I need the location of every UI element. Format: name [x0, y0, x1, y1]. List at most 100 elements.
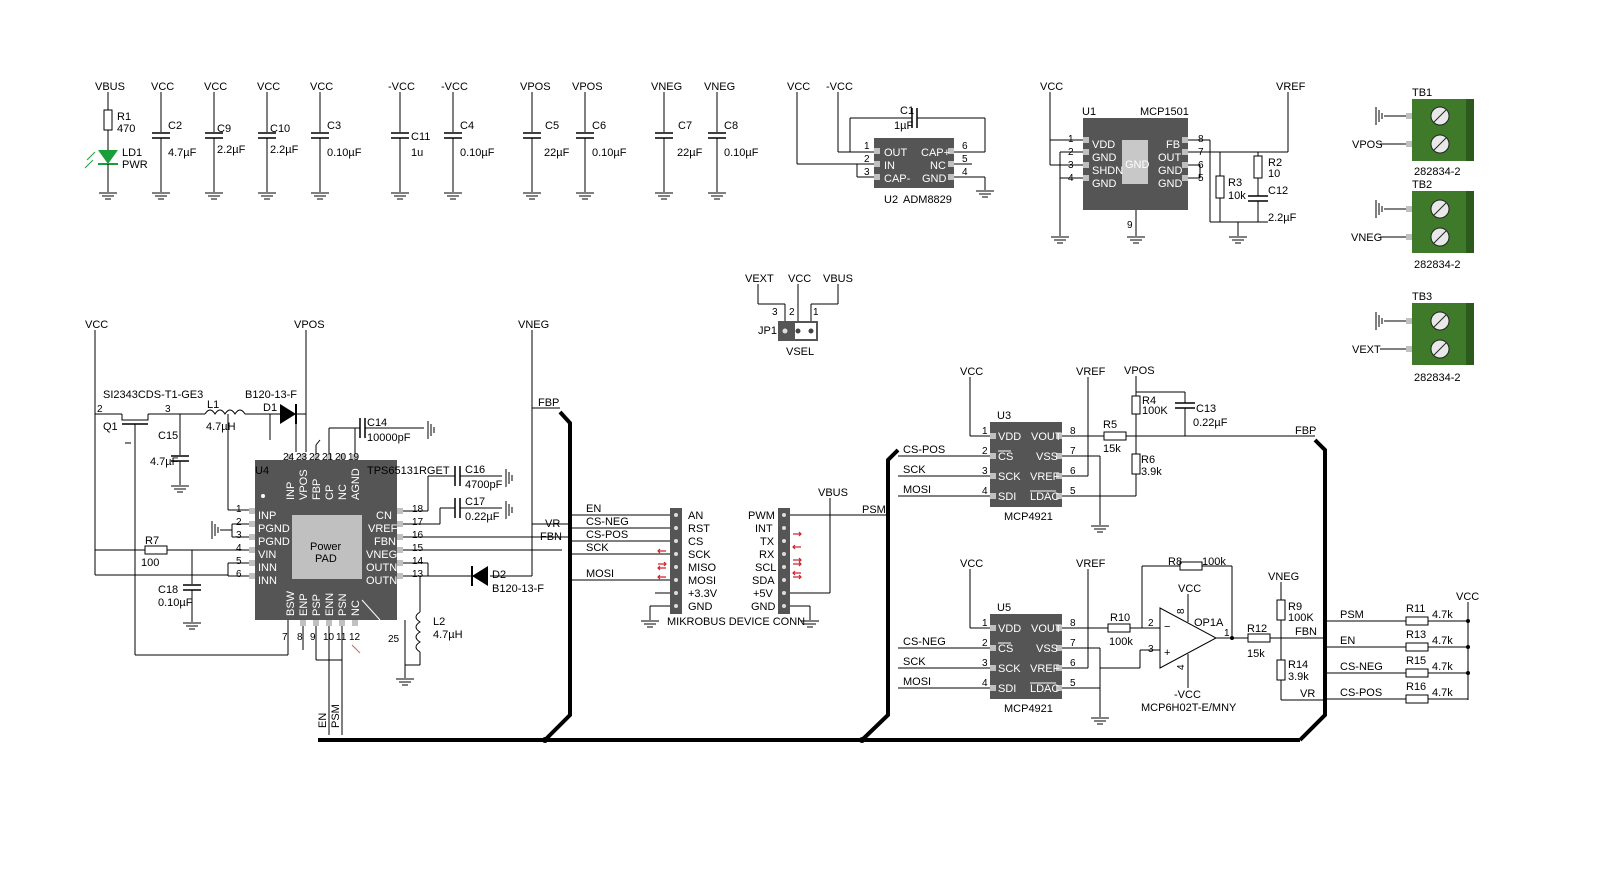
svg-text:C14: C14 [367, 417, 387, 429]
svg-text:MCP1501: MCP1501 [1140, 106, 1189, 118]
svg-text:U5: U5 [997, 602, 1011, 614]
svg-text:VCC: VCC [960, 366, 983, 378]
svg-text:SHDN: SHDN [1092, 165, 1123, 177]
svg-text:2: 2 [97, 404, 103, 415]
svg-text:3.9k: 3.9k [1141, 466, 1162, 478]
svg-text:Power: Power [310, 541, 342, 553]
svg-text:MISO: MISO [688, 562, 717, 574]
svg-text:4.7k: 4.7k [1432, 661, 1453, 673]
svg-text:EN: EN [586, 503, 601, 515]
cap-c10: VCC C10 2.2µF [257, 81, 299, 200]
svg-text:C2: C2 [168, 120, 182, 132]
svg-text:−: − [1164, 621, 1170, 633]
svg-text:3: 3 [772, 307, 778, 318]
svg-text:GND: GND [1158, 178, 1183, 190]
svg-text:U4: U4 [255, 465, 269, 477]
svg-text:20: 20 [335, 452, 347, 463]
svg-text:21: 21 [322, 452, 334, 463]
svg-text:2: 2 [864, 154, 870, 165]
svg-text:PSM: PSM [862, 504, 886, 516]
svg-text:2: 2 [982, 446, 988, 457]
svg-text:C3: C3 [327, 120, 341, 132]
svg-text:VBUS: VBUS [818, 487, 848, 499]
svg-text:R9: R9 [1288, 601, 1302, 613]
svg-text:SCL: SCL [755, 562, 776, 574]
svg-text:OUT: OUT [1158, 152, 1182, 164]
svg-text:ENP: ENP [298, 593, 310, 616]
svg-text:EN: EN [1340, 635, 1355, 647]
u4-boost-converter: VCC VPOS VNEG SI2343CDS-T1-GE3 2 3 Q1 C1… [85, 319, 562, 735]
svg-text:PGND: PGND [258, 523, 290, 535]
diode-icon [280, 404, 296, 424]
svg-text:VNEG: VNEG [704, 81, 735, 93]
svg-text:AGND: AGND [350, 468, 362, 500]
svg-text:VCC: VCC [1040, 81, 1063, 93]
power-rails-section: VBUS R1 470 LD1 PWR VCC C2 4.7µF VCC C9 … [84, 81, 759, 200]
svg-text:C13: C13 [1196, 403, 1216, 415]
svg-text:C16: C16 [465, 464, 485, 476]
svg-text:0.10µF: 0.10µF [460, 147, 495, 159]
svg-text:4: 4 [1176, 664, 1187, 670]
cap-c11: -VCC C11 1u [388, 81, 430, 200]
svg-text:SDI: SDI [998, 683, 1016, 695]
svg-text:LDAC: LDAC [1030, 491, 1059, 503]
svg-text:15k: 15k [1103, 443, 1121, 455]
svg-text:TB2: TB2 [1412, 179, 1432, 191]
svg-text:VREF: VREF [1076, 558, 1106, 570]
svg-text:0.10µF: 0.10µF [724, 147, 759, 159]
svg-text:VCC: VCC [310, 81, 333, 93]
svg-text:6: 6 [1070, 466, 1076, 477]
svg-text:VOUT: VOUT [1031, 623, 1062, 635]
svg-text:VPOS: VPOS [572, 81, 603, 93]
led-icon [98, 150, 118, 164]
svg-text:CS-NEG: CS-NEG [1340, 661, 1383, 673]
svg-text:9: 9 [310, 632, 316, 643]
svg-text:10000pF: 10000pF [367, 432, 411, 444]
svg-text:VREF: VREF [1276, 81, 1306, 93]
svg-text:SI2343CDS-T1-GE3: SI2343CDS-T1-GE3 [103, 389, 203, 401]
svg-text:4700pF: 4700pF [465, 479, 503, 491]
svg-text:B120-13-F: B120-13-F [245, 389, 297, 401]
svg-text:SCK: SCK [903, 656, 926, 668]
u4-left-pins: INP PGND PGND VIN INN INN 1 2 3 4 5 6 R7… [95, 504, 290, 630]
svg-text:OUTN: OUTN [366, 562, 397, 574]
svg-text:SCK: SCK [998, 663, 1021, 675]
svg-text:CS-POS: CS-POS [1340, 687, 1382, 699]
svg-text:MCP6H02T-E/MNY: MCP6H02T-E/MNY [1141, 702, 1237, 714]
u2-ref: U2 [884, 194, 898, 206]
svg-text:4.7µH: 4.7µH [206, 421, 236, 433]
terminal-tb3[interactable]: TB3 VEXT 282834-2 [1352, 291, 1474, 384]
svg-text:PGND: PGND [258, 536, 290, 548]
svg-text:IN: IN [884, 160, 895, 172]
direction-arrows [657, 531, 802, 580]
svg-text:16: 16 [412, 530, 424, 541]
svg-text:22µF: 22µF [677, 147, 703, 159]
svg-text:OUTN: OUTN [366, 575, 397, 587]
svg-text:TX: TX [760, 536, 775, 548]
u5-dac: VCC U5 VDD CS SCK SDI VOUT VSS VREF LDAC… [898, 556, 1232, 725]
terminal-tb2[interactable]: TB2 VNEG 282834-2 [1351, 179, 1474, 271]
svg-text:U3: U3 [997, 410, 1011, 422]
cap-c3: VCC C3 0.10µF [310, 81, 362, 200]
svg-text:NC: NC [930, 160, 946, 172]
svg-text:3: 3 [982, 658, 988, 669]
cap-c5: VPOS C5 22µF [520, 81, 570, 200]
svg-text:11: 11 [336, 632, 347, 643]
svg-text:C6: C6 [592, 120, 606, 132]
jp1-vsel-jumper[interactable]: VEXT VCC VBUS 3 2 1 JP1 VSEL [745, 273, 853, 358]
svg-text:282834-2: 282834-2 [1414, 259, 1461, 271]
svg-text:7: 7 [1070, 638, 1076, 649]
svg-text:R6: R6 [1141, 454, 1155, 466]
svg-text:SCK: SCK [688, 549, 711, 561]
svg-text:C7: C7 [678, 120, 692, 132]
svg-text:22µF: 22µF [544, 147, 570, 159]
svg-text:5: 5 [1198, 173, 1204, 184]
svg-text:VPOS: VPOS [1124, 365, 1155, 377]
terminal-tb1[interactable]: TB1 VPOS 282834-2 [1352, 87, 1474, 178]
svg-text:R2: R2 [1268, 157, 1282, 169]
svg-text:GND: GND [1092, 152, 1117, 164]
svg-text:C11: C11 [411, 131, 430, 143]
svg-text:3: 3 [982, 466, 988, 477]
svg-text:VNEG: VNEG [518, 319, 549, 331]
svg-text:VDD: VDD [998, 623, 1021, 635]
